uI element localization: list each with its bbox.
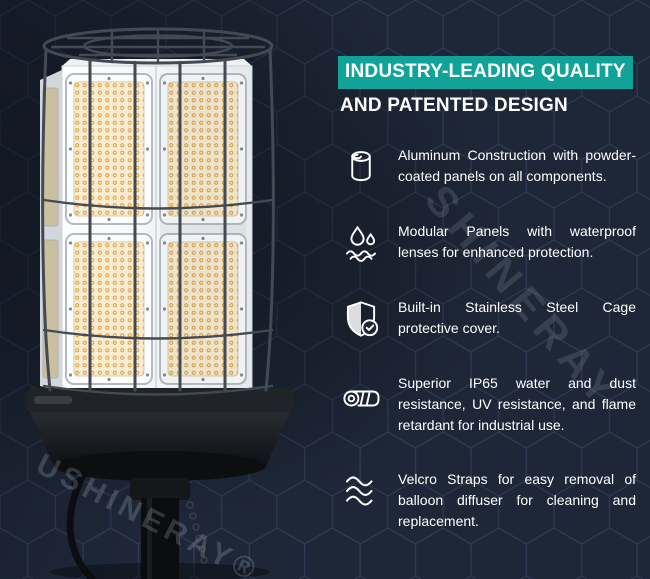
feature-text: Velcro Straps for easy removal of balloo… — [398, 471, 636, 530]
waterproof-drops-icon — [338, 221, 384, 264]
rolled-material-icon — [338, 373, 384, 416]
headline-line1: INDUSTRY-LEADING QUALITY — [338, 56, 633, 89]
aluminum-roll-icon — [338, 145, 384, 188]
product-photo-led-balloon-light — [26, 27, 294, 579]
feature-item-aluminum: Aluminum Construction with powder-coated… — [338, 145, 636, 188]
feature-panel: INDUSTRY-LEADING QUALITY AND PATENTED DE… — [338, 56, 638, 532]
velcro-straps-icon — [338, 469, 384, 512]
feature-text: Superior IP65 water and dust resistance,… — [398, 375, 636, 434]
shield-check-icon — [338, 297, 384, 340]
headline: INDUSTRY-LEADING QUALITY AND PATENTED DE… — [338, 56, 638, 119]
feature-text: Modular Panels with waterproof lenses fo… — [398, 223, 636, 261]
feature-item-ip65: Superior IP65 water and dust resistance,… — [338, 373, 636, 436]
feature-item-velcro: Velcro Straps for easy removal of balloo… — [338, 469, 636, 532]
feature-item-cage: Built-in Stainless Steel Cage protective… — [338, 297, 636, 340]
feature-text: Aluminum Construction with powder-coated… — [398, 147, 636, 185]
light-base-and-pole — [26, 388, 294, 579]
feature-list: Aluminum Construction with powder-coated… — [338, 145, 636, 532]
steel-cage — [41, 27, 275, 396]
feature-text: Built-in Stainless Steel Cage protective… — [398, 299, 636, 337]
headline-line2: AND PATENTED DESIGN — [340, 94, 568, 116]
feature-item-waterproof: Modular Panels with waterproof lenses fo… — [338, 221, 636, 264]
light-tower-body — [40, 59, 253, 393]
